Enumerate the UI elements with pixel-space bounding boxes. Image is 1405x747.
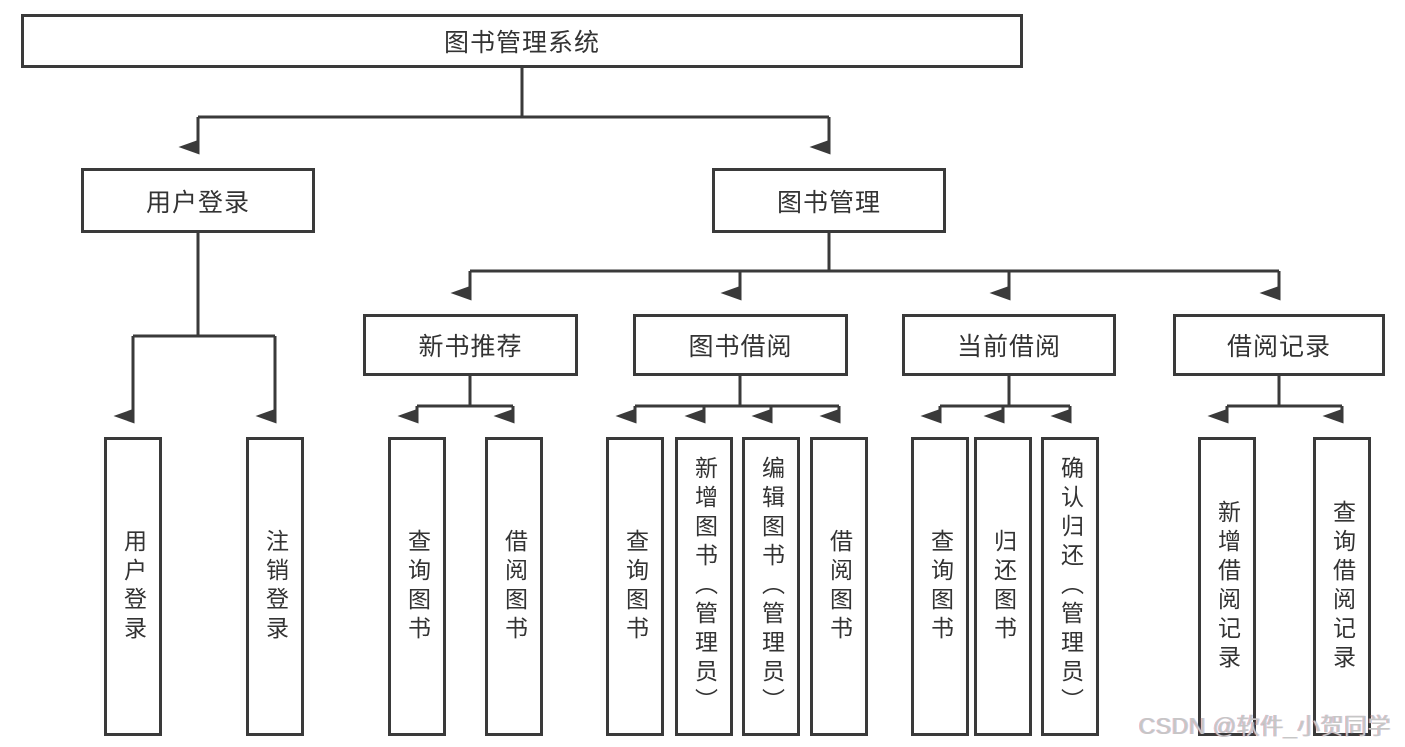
leaf-edit-books-admin: 编辑图书（管理员）: [742, 437, 800, 736]
leaf-query-books-recommend: 查询图书: [388, 437, 446, 736]
node-label: 当前借阅: [956, 333, 1061, 361]
leaf-query-books-current: 查询图书: [911, 437, 969, 736]
node-label: 归还图书: [990, 528, 1017, 645]
leaf-add-borrow-record: 新增借阅记录: [1198, 437, 1256, 736]
node-root-library-system: 图书管理系统: [21, 14, 1023, 68]
leaf-logout: 注销登录: [246, 437, 304, 736]
node-label: 查询图书: [404, 528, 431, 645]
node-label: 查询图书: [622, 528, 649, 645]
node-label: 新增图书（管理员）: [691, 456, 718, 717]
node-label: 借阅图书: [501, 528, 528, 645]
node-label: 图书借阅: [688, 333, 793, 361]
node-label: 借阅图书: [826, 528, 853, 645]
node-label: 查询图书: [927, 528, 954, 645]
node-label: 查询借阅记录: [1329, 499, 1356, 674]
leaf-add-books-admin: 新增图书（管理员）: [675, 437, 733, 736]
node-label: 用户登录: [120, 528, 147, 645]
node-label: 确认归还（管理员）: [1057, 456, 1084, 717]
node-label: 借阅记录: [1226, 333, 1331, 361]
node-label: 编辑图书（管理员）: [758, 456, 785, 717]
csdn-watermark: CSDN @软件_小贺同学: [1138, 713, 1391, 739]
node-label: 图书管理: [776, 188, 881, 217]
leaf-query-books-borrow: 查询图书: [606, 437, 664, 736]
node-new-book-recommend: 新书推荐: [363, 314, 578, 376]
node-label: 用户登录: [145, 188, 250, 217]
node-label: 新书推荐: [418, 333, 523, 361]
node-label: 注销登录: [262, 528, 289, 645]
node-user-login: 用户登录: [81, 168, 315, 233]
node-current-borrow: 当前借阅: [902, 314, 1116, 376]
node-label: 新增借阅记录: [1214, 499, 1241, 674]
node-label: 图书管理系统: [443, 29, 600, 57]
leaf-borrow-books: 借阅图书: [810, 437, 868, 736]
node-book-borrow: 图书借阅: [633, 314, 848, 376]
node-book-management: 图书管理: [712, 168, 946, 233]
leaf-user-login: 用户登录: [104, 437, 162, 736]
leaf-borrow-books-recommend: 借阅图书: [485, 437, 543, 736]
leaf-query-borrow-record: 查询借阅记录: [1313, 437, 1371, 736]
leaf-return-books: 归还图书: [974, 437, 1032, 736]
leaf-confirm-return-admin: 确认归还（管理员）: [1041, 437, 1099, 736]
node-borrow-records: 借阅记录: [1173, 314, 1385, 376]
